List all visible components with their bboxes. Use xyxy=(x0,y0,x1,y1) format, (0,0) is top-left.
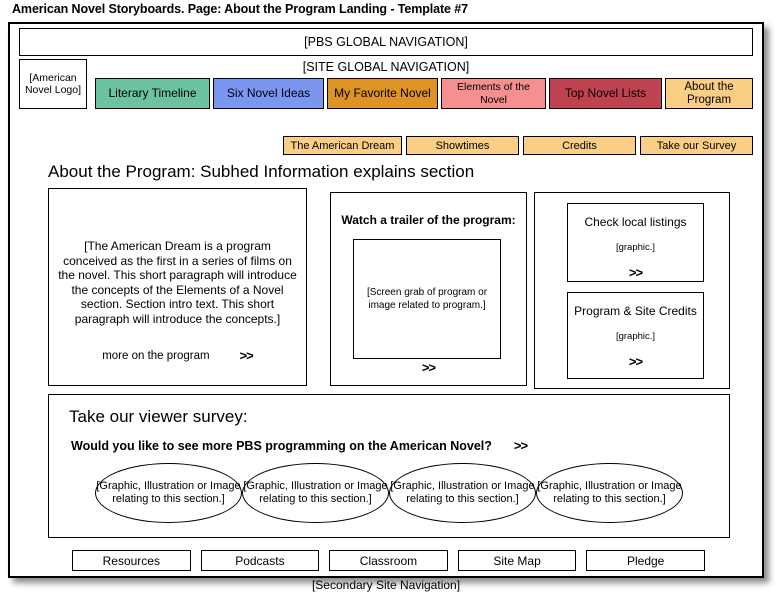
pbs-global-navigation-bar[interactable]: [PBS GLOBAL NAVIGATION] xyxy=(19,28,753,56)
page-title: American Novel Storyboards. Page: About … xyxy=(12,2,468,16)
more-on-the-program-link[interactable]: more on the program >> xyxy=(49,348,306,363)
footer-navigation: Resources Podcasts Classroom Site Map Pl… xyxy=(72,550,705,571)
survey-panel: Take our viewer survey: Would you like t… xyxy=(48,394,730,538)
survey-graphic-placeholder[interactable]: [Graphic, Illustration or Image relating… xyxy=(242,463,389,523)
survey-graphic-label: [Graphic, Illustration or Image relating… xyxy=(96,479,241,506)
more-on-the-program-label: more on the program xyxy=(102,349,210,362)
trailer-image-placeholder-label: [Screen grab of program or image related… xyxy=(366,287,488,311)
nav-item-label: Elements of the Novel xyxy=(457,81,530,106)
card-check-local-listings[interactable]: Check local listings [graphic.] >> xyxy=(567,203,704,282)
card-title: Program & Site Credits xyxy=(574,304,697,318)
footer-item-pledge[interactable]: Pledge xyxy=(586,550,705,571)
nav-item-literary-timeline[interactable]: Literary Timeline xyxy=(95,78,210,109)
chevron-right-icon: >> xyxy=(628,265,643,280)
secondary-navigation: The American Dream Showtimes Credits Tak… xyxy=(283,136,753,155)
nav-item-label: Top Novel Lists xyxy=(564,86,647,101)
program-intro-panel: [The American Dream is a program conceiv… xyxy=(48,188,307,386)
card-graphic-placeholder: [graphic.] xyxy=(615,242,656,253)
chevron-right-icon: >> xyxy=(513,438,528,453)
footer-item-classroom[interactable]: Classroom xyxy=(329,550,448,571)
storyboard-frame: [PBS GLOBAL NAVIGATION] [SITE GLOBAL NAV… xyxy=(8,22,764,592)
survey-graphics-row: [Graphic, Illustration or Image relating… xyxy=(59,463,719,523)
chevron-right-icon: >> xyxy=(239,348,254,363)
site-logo-label: [American Novel Logo] xyxy=(24,72,82,96)
footer-item-resources[interactable]: Resources xyxy=(72,550,191,571)
subnav-item-the-american-dream[interactable]: The American Dream xyxy=(283,136,402,155)
subnav-item-label: Credits xyxy=(562,139,597,152)
subnav-item-take-our-survey[interactable]: Take our Survey xyxy=(640,136,753,155)
nav-item-label: My Favorite Novel xyxy=(334,86,431,101)
nav-item-elements-of-the-novel[interactable]: Elements of the Novel xyxy=(441,78,546,109)
nav-item-top-novel-lists[interactable]: Top Novel Lists xyxy=(549,78,662,109)
trailer-more-link[interactable]: >> xyxy=(331,359,526,377)
card-graphic-placeholder: [graphic.] xyxy=(615,331,656,342)
site-logo[interactable]: [American Novel Logo] xyxy=(19,59,87,109)
nav-item-six-novel-ideas[interactable]: Six Novel Ideas xyxy=(213,78,324,109)
subnav-item-showtimes[interactable]: Showtimes xyxy=(406,136,519,155)
survey-graphic-label: [Graphic, Illustration or Image relating… xyxy=(390,479,535,506)
survey-question[interactable]: Would you like to see more PBS programmi… xyxy=(71,438,528,453)
nav-item-label: Six Novel Ideas xyxy=(226,86,311,101)
survey-graphic-placeholder[interactable]: [Graphic, Illustration or Image relating… xyxy=(536,463,683,523)
footer-item-label: Podcasts xyxy=(235,553,285,568)
footer-item-label: Resources xyxy=(102,553,160,568)
subnav-item-label: The American Dream xyxy=(290,139,395,152)
subnav-item-label: Take our Survey xyxy=(656,139,737,152)
survey-graphic-label: [Graphic, Illustration or Image relating… xyxy=(243,479,388,506)
trailer-heading: Watch a trailer of the program: xyxy=(341,213,516,227)
chevron-right-icon: >> xyxy=(421,360,436,375)
nav-item-label: About the Program xyxy=(684,80,734,106)
section-heading: About the Program: Subhed Information ex… xyxy=(48,162,475,181)
footer-item-label: Site Map xyxy=(493,553,541,568)
footer-item-label: Pledge xyxy=(626,553,665,568)
survey-question-label: Would you like to see more PBS programmi… xyxy=(71,438,492,453)
survey-graphic-placeholder[interactable]: [Graphic, Illustration or Image relating… xyxy=(389,463,536,523)
footer-item-podcasts[interactable]: Podcasts xyxy=(200,550,320,571)
side-cards-panel: Check local listings [graphic.] >> Progr… xyxy=(534,192,730,389)
nav-item-about-the-program[interactable]: About the Program xyxy=(665,78,753,109)
nav-item-label: Literary Timeline xyxy=(108,86,197,101)
trailer-panel: Watch a trailer of the program: [Screen … xyxy=(330,192,527,386)
primary-navigation: Literary Timeline Six Novel Ideas My Fav… xyxy=(95,78,753,109)
program-intro-text: [The American Dream is a program conceiv… xyxy=(58,239,297,326)
survey-graphic-label: [Graphic, Illustration or Image relating… xyxy=(537,479,682,506)
footer-item-label: Classroom xyxy=(359,553,418,568)
survey-heading: Take our viewer survey: xyxy=(69,407,248,426)
footer-item-site-map[interactable]: Site Map xyxy=(457,550,577,571)
subnav-item-credits[interactable]: Credits xyxy=(523,136,636,155)
chevron-right-icon: >> xyxy=(628,354,643,369)
card-title: Check local listings xyxy=(584,215,687,229)
subnav-item-label: Showtimes xyxy=(435,139,490,152)
nav-item-my-favorite-novel[interactable]: My Favorite Novel xyxy=(327,78,438,109)
card-program-and-site-credits[interactable]: Program & Site Credits [graphic.] >> xyxy=(567,292,704,379)
site-global-navigation-label: [SITE GLOBAL NAVIGATION] xyxy=(302,60,470,74)
pbs-global-navigation-label: [PBS GLOBAL NAVIGATION] xyxy=(304,35,468,49)
secondary-site-navigation-label: [Secondary Site Navigation] xyxy=(311,578,461,592)
survey-graphic-placeholder[interactable]: [Graphic, Illustration or Image relating… xyxy=(95,463,242,523)
trailer-image-placeholder[interactable]: [Screen grab of program or image related… xyxy=(353,239,501,359)
